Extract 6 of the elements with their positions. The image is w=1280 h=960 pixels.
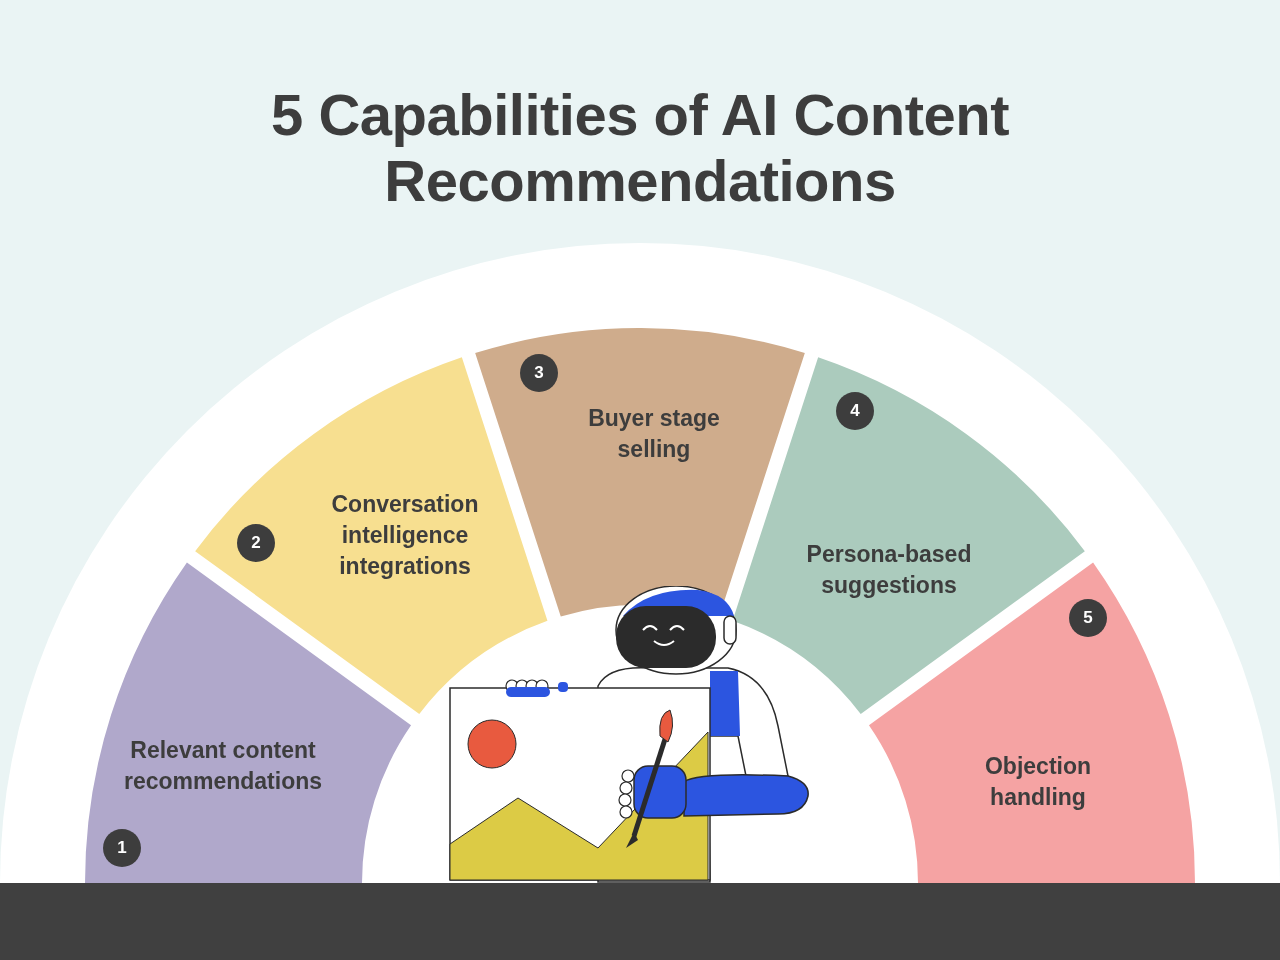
capability-label: Objection handling [983,752,1093,812]
capability-label: Relevant content recommendations [122,736,324,796]
capability-label: Conversation intelligence integrations [330,489,480,581]
capability-label: Persona-based suggestions [805,540,973,600]
title: 5 Capabilities of AI Content Recommendations [270,82,1010,214]
capability-label: Buyer stage selling [587,404,721,464]
